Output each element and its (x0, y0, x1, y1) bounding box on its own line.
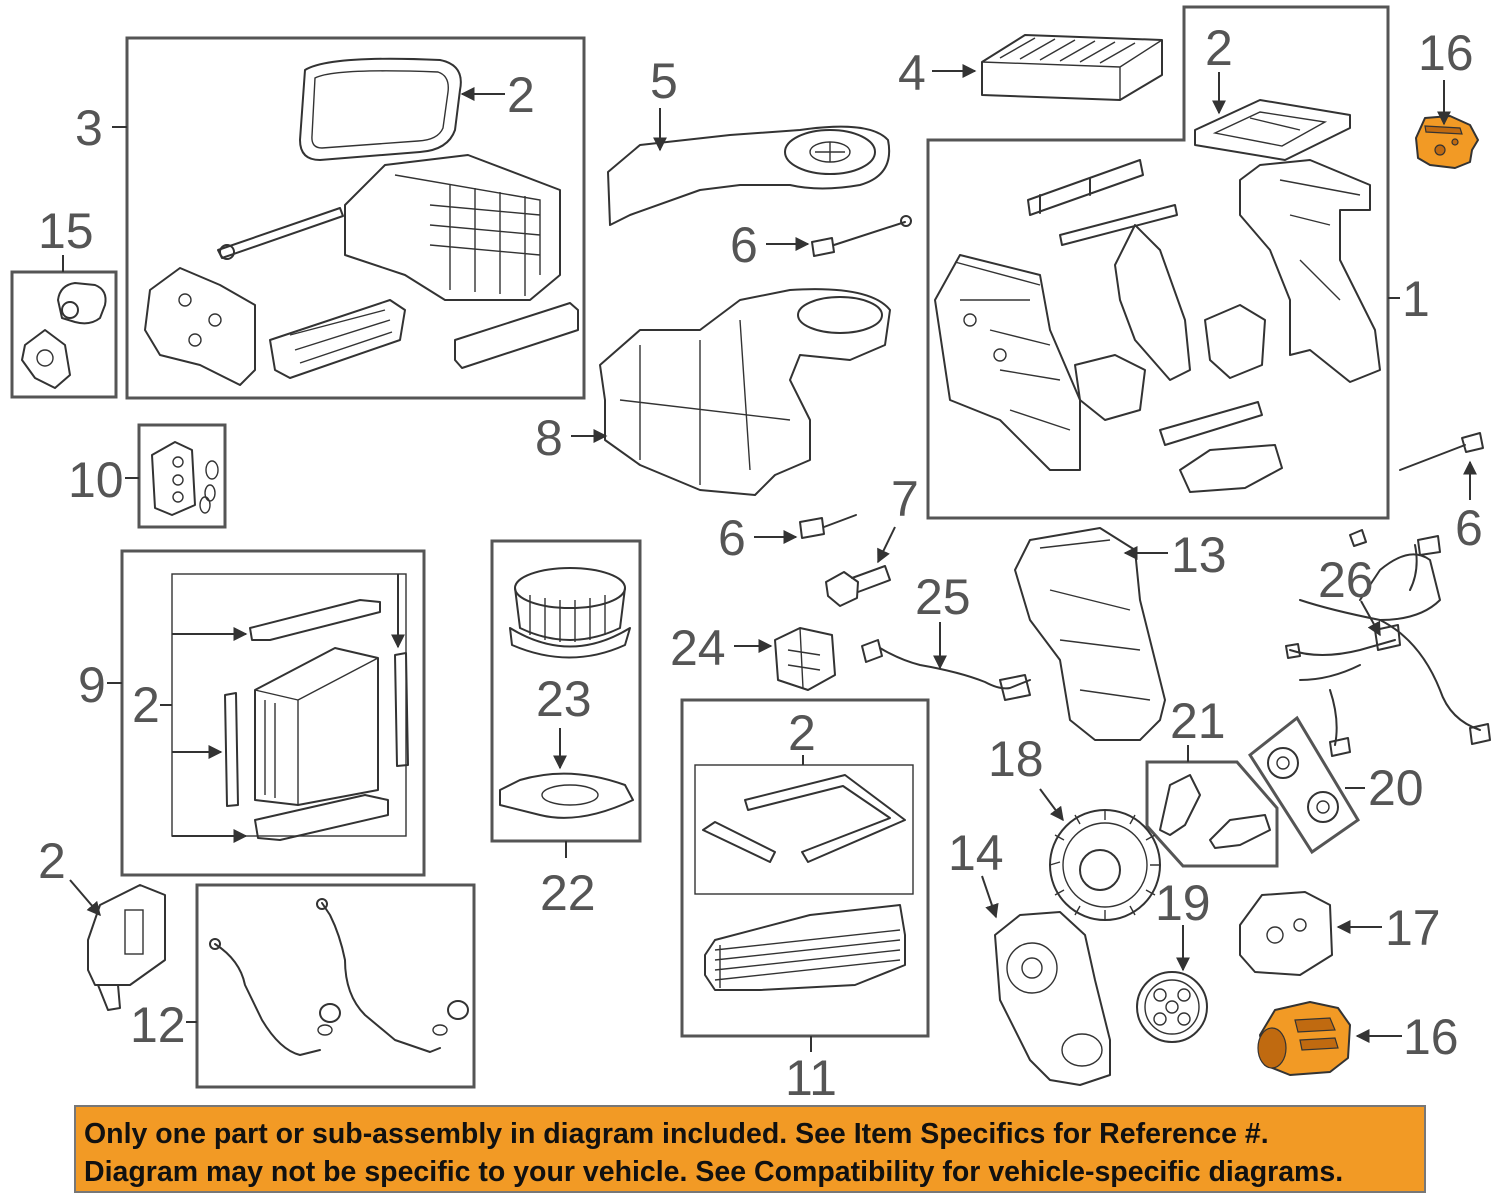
case-assembly-1-parts (934, 159, 1381, 493)
actuator-connector-6-parts (799, 215, 1484, 539)
callout-1: 1 (1402, 271, 1430, 327)
housing-8-parts (599, 288, 891, 496)
callout-7: 7 (891, 471, 919, 527)
callout-2: 2 (1205, 20, 1233, 76)
callout-6: 6 (718, 510, 746, 566)
callout-6: 6 (730, 217, 758, 273)
leader-lines (62, 64, 1477, 1052)
group-box-3 (125, 36, 586, 400)
callout-12: 12 (130, 997, 186, 1053)
callout-19: 19 (1155, 875, 1211, 931)
gear-19-parts (1136, 971, 1208, 1043)
callout-24: 24 (670, 620, 726, 676)
wire-harness-26-parts (1285, 529, 1491, 757)
callout-15: 15 (38, 203, 94, 259)
levers-21-parts (1159, 774, 1271, 849)
sensor-15-parts (21, 282, 107, 389)
callout-9: 9 (78, 657, 106, 713)
callout-16: 16 (1418, 25, 1474, 81)
disclaimer-line-1: Only one part or sub-assembly in diagram… (84, 1118, 1269, 1150)
callout-21: 21 (1170, 693, 1226, 749)
case-assembly-3-parts (144, 57, 579, 386)
callout-18: 18 (988, 731, 1044, 787)
bolt-7-parts (825, 565, 891, 607)
filter-2-top-parts (1194, 99, 1351, 161)
callout-2: 2 (132, 677, 160, 733)
callout-14: 14 (948, 825, 1004, 881)
callout-26: 26 (1318, 552, 1374, 608)
heater-core-11-parts (702, 774, 906, 991)
gears-20-parts (1267, 747, 1339, 823)
disclaimer-banner: Only one part or sub-assembly in diagram… (74, 1105, 1426, 1193)
callout-25: 25 (915, 569, 971, 625)
callout-2: 2 (788, 705, 816, 761)
group-box-15 (10, 270, 118, 399)
blower-motor-23-parts (499, 567, 634, 819)
group-box-1 (926, 5, 1390, 520)
duct-5-parts (607, 125, 891, 226)
connector-24-parts (774, 627, 836, 691)
disclaimer-line-2: Diagram may not be specific to your vehi… (84, 1156, 1344, 1188)
actuator-17-parts (1239, 891, 1333, 976)
actuator-16-bottom-highlight (1257, 1001, 1351, 1076)
callout-2: 2 (38, 833, 66, 889)
callout-6: 6 (1455, 500, 1483, 556)
callout-16: 16 (1403, 1009, 1459, 1065)
callout-10: 10 (68, 452, 124, 508)
lines-12-parts (209, 898, 469, 1056)
group-box-12 (195, 883, 476, 1089)
group-box-21 (1145, 760, 1279, 868)
actuator-16-top-highlight (1415, 115, 1479, 169)
panel-2-lower-parts (87, 884, 166, 1011)
expansion-valve-10-parts (151, 441, 219, 516)
group-box-20 (1248, 715, 1361, 855)
callout-23: 23 (536, 671, 592, 727)
callout-5: 5 (650, 53, 678, 109)
callout-2: 2 (507, 67, 535, 123)
callout-labels: 3 2 15 4 5 2 16 6 1 8 10 6 6 7 13 25 24 … (38, 20, 1483, 1106)
callout-4: 4 (898, 45, 926, 101)
gear-18-parts (1049, 809, 1161, 921)
callout-3: 3 (75, 100, 103, 156)
group-box-9 (120, 549, 426, 877)
filter-4-parts (981, 34, 1163, 101)
group-box-11 (680, 698, 930, 1038)
callout-17: 17 (1385, 900, 1441, 956)
cover-14-parts (994, 911, 1111, 1086)
callout-13: 13 (1171, 527, 1227, 583)
sensor-harness-25-parts (861, 639, 1031, 701)
callout-22: 22 (540, 865, 596, 921)
housing-13-parts (1014, 527, 1166, 741)
callout-11: 11 (785, 1050, 837, 1106)
group-box-10 (137, 423, 227, 529)
evaporator-9-parts (224, 599, 409, 841)
callout-8: 8 (535, 410, 563, 466)
callout-20: 20 (1368, 760, 1424, 816)
